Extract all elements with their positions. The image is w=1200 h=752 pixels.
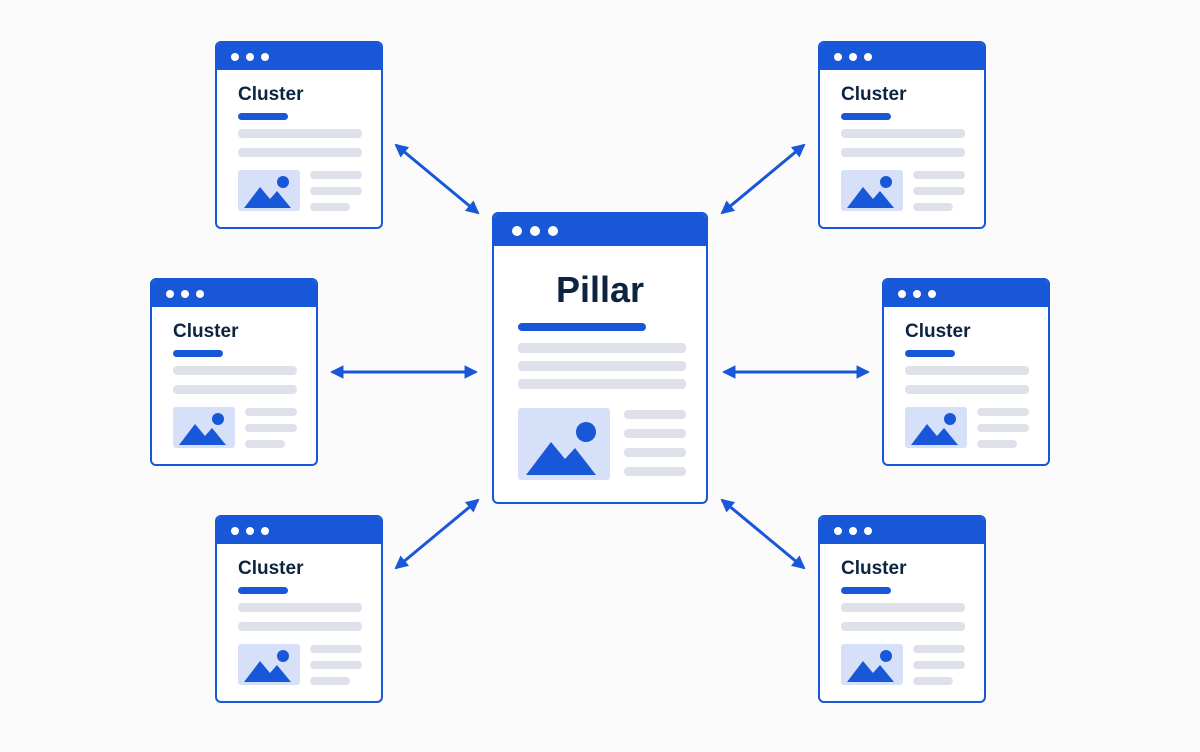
text-line-placeholder: [841, 129, 965, 138]
window-dot-icon: [913, 290, 921, 298]
title-underline: [173, 350, 223, 357]
window-dot-icon: [849, 53, 857, 61]
text-line-placeholder: [905, 366, 1029, 375]
window-dot-icon: [246, 527, 254, 535]
text-line-placeholder: [913, 187, 965, 195]
text-line-placeholder: [913, 171, 965, 179]
image-icon: [518, 408, 610, 480]
arrow-top-left: [394, 143, 480, 215]
title-underline: [905, 350, 955, 357]
text-line-placeholder: [518, 343, 686, 353]
image-icon: [238, 170, 300, 211]
text-line-placeholder: [913, 203, 953, 211]
window-dot-icon: [548, 226, 558, 236]
cluster-title: Cluster: [905, 321, 971, 342]
text-line-placeholder: [310, 645, 362, 653]
window-titlebar: [152, 280, 316, 307]
window-dot-icon: [196, 290, 204, 298]
window-dot-icon: [512, 226, 522, 236]
arrow-bottom-right: [720, 498, 806, 570]
cluster-page-middle-left: Cluster: [150, 278, 318, 466]
text-line-placeholder: [841, 622, 965, 631]
text-line-placeholder: [977, 408, 1029, 416]
text-line-placeholder: [624, 410, 686, 419]
title-underline: [841, 587, 891, 594]
cluster-page-top-left: Cluster: [215, 41, 383, 229]
cluster-title: Cluster: [173, 321, 239, 342]
window-titlebar: [820, 43, 984, 70]
text-line-placeholder: [238, 603, 362, 612]
window-dot-icon: [246, 53, 254, 61]
cluster-title: Cluster: [841, 558, 907, 579]
title-underline: [238, 587, 288, 594]
image-icon: [841, 644, 903, 685]
window-dot-icon: [864, 53, 872, 61]
window-dot-icon: [928, 290, 936, 298]
window-dot-icon: [530, 226, 540, 236]
pillar-title: Pillar: [555, 269, 645, 310]
text-line-placeholder: [905, 385, 1029, 394]
text-line-placeholder: [310, 661, 362, 669]
window-dot-icon: [166, 290, 174, 298]
text-line-placeholder: [841, 148, 965, 157]
arrow-top-right: [720, 143, 806, 215]
text-line-placeholder: [238, 148, 362, 157]
text-line-placeholder: [310, 187, 362, 195]
window-titlebar: [820, 517, 984, 544]
cluster-page-middle-right: Cluster: [882, 278, 1050, 466]
text-line-placeholder: [977, 424, 1029, 432]
text-line-placeholder: [913, 645, 965, 653]
cluster-page-top-right: Cluster: [818, 41, 986, 229]
text-line-placeholder: [624, 448, 686, 457]
window-dot-icon: [261, 527, 269, 535]
window-dot-icon: [864, 527, 872, 535]
text-line-placeholder: [913, 661, 965, 669]
window-dot-icon: [834, 53, 842, 61]
window-dot-icon: [834, 527, 842, 535]
text-line-placeholder: [310, 171, 362, 179]
text-line-placeholder: [841, 603, 965, 612]
text-line-placeholder: [173, 366, 297, 375]
window-titlebar: [494, 214, 706, 246]
text-line-placeholder: [624, 429, 686, 438]
text-line-placeholder: [245, 424, 297, 432]
cluster-title: Cluster: [841, 84, 907, 105]
text-line-placeholder: [238, 129, 362, 138]
text-line-placeholder: [238, 622, 362, 631]
image-icon: [173, 407, 235, 448]
cluster-title: Cluster: [238, 84, 304, 105]
text-line-placeholder: [624, 467, 686, 476]
title-underline: [238, 113, 288, 120]
text-line-placeholder: [245, 408, 297, 416]
text-line-placeholder: [310, 677, 350, 685]
pillar-page: Pillar: [492, 212, 708, 504]
image-icon: [905, 407, 967, 448]
window-titlebar: [217, 517, 381, 544]
text-line-placeholder: [245, 440, 285, 448]
cluster-title: Cluster: [238, 558, 304, 579]
window-dot-icon: [181, 290, 189, 298]
image-icon: [238, 644, 300, 685]
cluster-page-bottom-left: Cluster: [215, 515, 383, 703]
text-line-placeholder: [518, 361, 686, 371]
window-dot-icon: [231, 53, 239, 61]
text-line-placeholder: [173, 385, 297, 394]
text-line-placeholder: [913, 677, 953, 685]
window-titlebar: [217, 43, 381, 70]
window-dot-icon: [231, 527, 239, 535]
window-dot-icon: [849, 527, 857, 535]
title-underline: [518, 323, 646, 331]
window-dot-icon: [898, 290, 906, 298]
window-titlebar: [884, 280, 1048, 307]
text-line-placeholder: [977, 440, 1017, 448]
text-line-placeholder: [310, 203, 350, 211]
title-underline: [841, 113, 891, 120]
text-line-placeholder: [518, 379, 686, 389]
window-dot-icon: [261, 53, 269, 61]
cluster-page-bottom-right: Cluster: [818, 515, 986, 703]
arrow-bottom-left: [394, 498, 480, 570]
image-icon: [841, 170, 903, 211]
